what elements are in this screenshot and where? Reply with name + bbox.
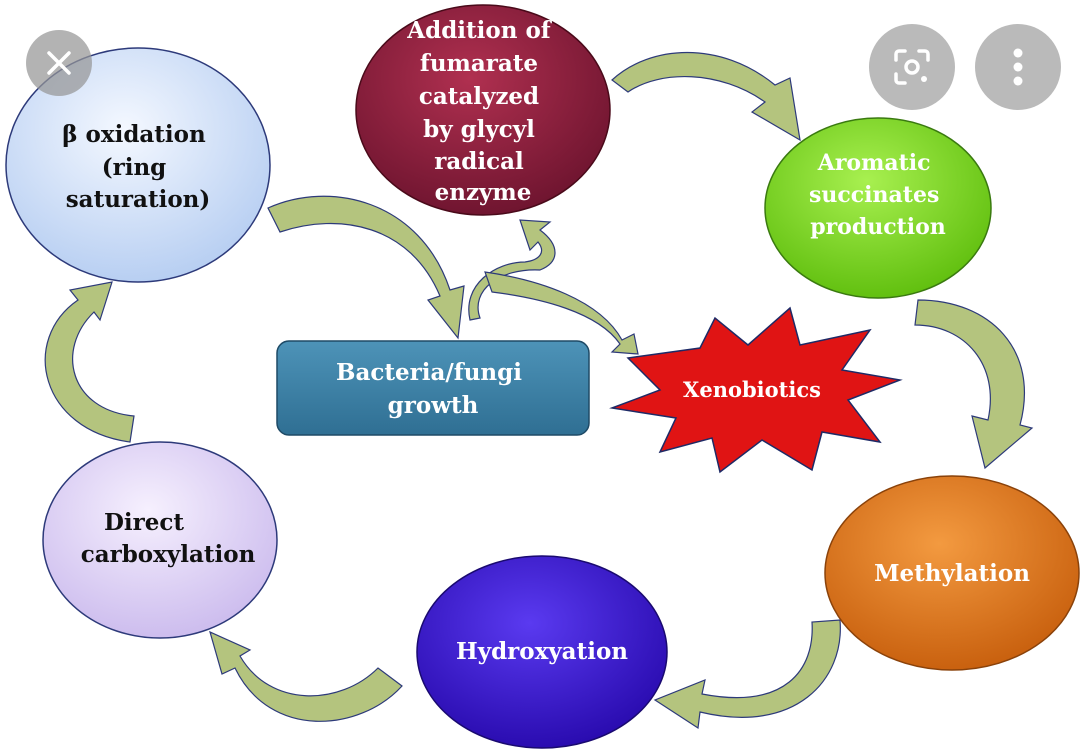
node-hydroxyation: Hydroxyation bbox=[416, 555, 668, 749]
addition-line-6: enzyme bbox=[435, 179, 532, 206]
xenobiotics-label: Xenobiotics bbox=[683, 377, 821, 402]
svg-text:β oxidation (ring: β oxidation (ring saturation) bbox=[62, 121, 214, 213]
node-addition-fumarate: Addition of fumarate catalyzed by glycyl… bbox=[355, 4, 611, 216]
arrow-carboxylation-to-beta bbox=[44, 281, 135, 443]
beta-line-3: saturation) bbox=[66, 186, 211, 213]
node-direct-carboxylation: Direct carboxylation bbox=[42, 441, 278, 639]
direct-line-2: carboxylation bbox=[81, 541, 256, 568]
lens-icon bbox=[894, 49, 930, 85]
svg-text:Methylation: Methylation bbox=[874, 560, 1030, 587]
node-xenobiotics: Xenobiotics bbox=[609, 306, 903, 474]
aromatic-line-3: production bbox=[810, 214, 946, 240]
addition-line-2: fumarate bbox=[420, 50, 538, 77]
svg-text:Xenobiotics: Xenobiotics bbox=[683, 377, 821, 402]
arrow-bacteria-to-addition bbox=[468, 219, 556, 321]
node-bacteria-fungi: Bacteria/fungi growth bbox=[276, 340, 590, 436]
arrow-methylation-to-hydroxyation bbox=[653, 619, 841, 730]
svg-text:Aromatic succinates: Aromatic succinates production bbox=[809, 150, 947, 240]
arrow-addition-to-xenobiotics bbox=[484, 271, 639, 355]
arrow-addition-to-aromatic bbox=[611, 51, 801, 142]
bacteria-line-1: Bacteria/fungi bbox=[336, 359, 522, 386]
addition-line-4: by glycyl bbox=[423, 116, 535, 143]
more-options-button[interactable] bbox=[975, 24, 1061, 110]
svg-text:Direct carboxylation: Direct carboxylation bbox=[81, 509, 256, 568]
aromatic-line-1: Aromatic bbox=[817, 150, 931, 176]
direct-line-1: Direct bbox=[104, 509, 184, 536]
svg-text:Addition of fumarate: Addition of fumarate catalyzed by glycyl… bbox=[406, 17, 558, 206]
node-aromatic-succinates: Aromatic succinates production bbox=[764, 117, 992, 299]
close-button[interactable] bbox=[26, 30, 92, 96]
arrow-beta-to-bacteria bbox=[267, 195, 465, 340]
addition-line-5: radical bbox=[434, 148, 524, 175]
arrows bbox=[44, 51, 1034, 730]
beta-line-2: (ring bbox=[102, 154, 167, 181]
lens-button[interactable] bbox=[869, 24, 955, 110]
hydroxyation-label: Hydroxyation bbox=[456, 638, 628, 665]
methylation-label: Methylation bbox=[874, 560, 1030, 587]
arrow-aromatic-to-methylation bbox=[914, 299, 1034, 470]
addition-line-3: catalyzed bbox=[419, 83, 539, 110]
addition-line-1: Addition of bbox=[406, 17, 553, 44]
aromatic-line-2: succinates bbox=[809, 182, 939, 208]
close-icon bbox=[47, 51, 71, 75]
svg-text:Hydroxyation: Hydroxyation bbox=[456, 638, 628, 665]
node-beta-oxidation: β oxidation (ring saturation) bbox=[5, 47, 271, 283]
svg-text:Bacteria/fungi growth: Bacteria/fungi growth bbox=[336, 359, 530, 419]
arrow-hydroxyation-to-carboxylation bbox=[209, 630, 403, 722]
beta-line-1: β oxidation bbox=[62, 121, 206, 148]
bacteria-line-2: growth bbox=[388, 392, 479, 419]
node-methylation: Methylation bbox=[824, 475, 1080, 671]
more-options-icon bbox=[1013, 48, 1023, 86]
